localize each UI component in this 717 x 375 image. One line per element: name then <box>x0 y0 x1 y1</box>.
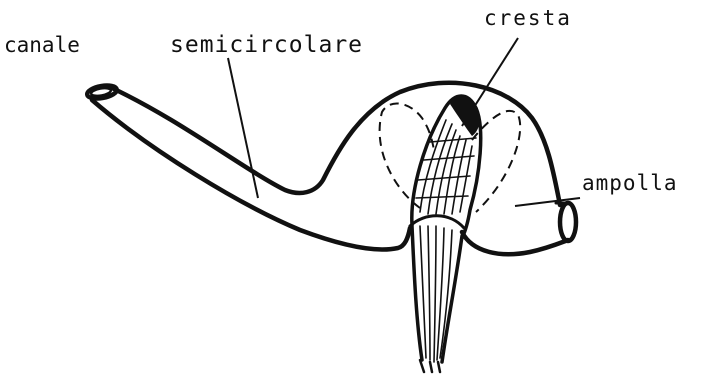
canal-outline <box>86 83 576 254</box>
canal-upper-wall <box>112 83 560 205</box>
crista-hair-cells <box>416 120 476 214</box>
ampulla-lower-wall <box>462 232 568 254</box>
label-semicircolare: semicircolare <box>170 32 363 58</box>
nerve-cut-end <box>420 360 440 372</box>
nerve-fiber-strands <box>420 226 452 362</box>
label-canale: canale <box>4 33 80 57</box>
nerve-outline-right <box>442 236 462 362</box>
crista-base-arc <box>410 216 464 228</box>
leader-lines <box>228 38 580 206</box>
crista-cap <box>450 96 480 136</box>
label-ampolla: ampolla <box>582 171 678 195</box>
leader-semicircolare <box>228 58 258 198</box>
label-cresta: cresta <box>484 6 572 30</box>
cupula-left-lobe <box>380 103 434 208</box>
ampulla-opening <box>560 203 576 241</box>
nerve-fibers <box>412 226 462 372</box>
